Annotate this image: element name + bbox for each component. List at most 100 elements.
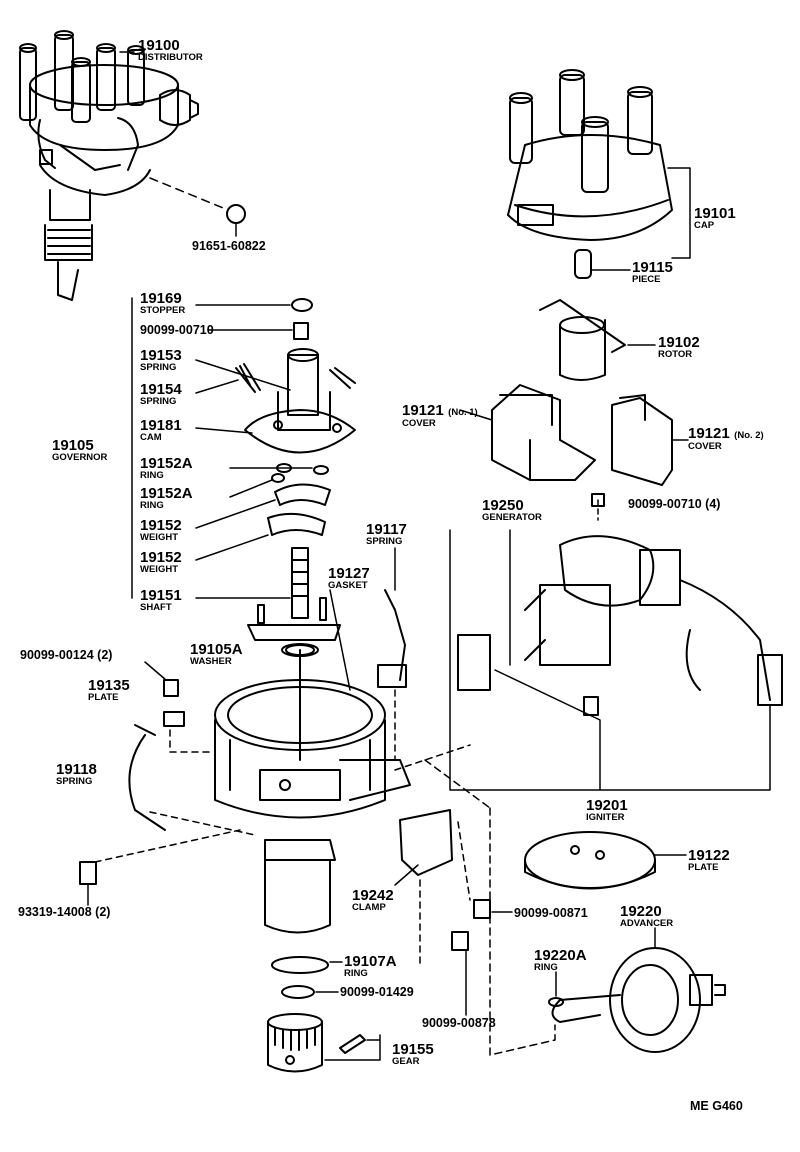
spring-clip-part	[377, 664, 407, 688]
label-90099-00710-4: 90099-00710 (4)	[628, 498, 720, 511]
label-19152A-1: 19152A RING	[140, 456, 193, 481]
leader-19152A-2	[229, 479, 273, 498]
part-name: RING	[140, 470, 164, 481]
label-19181: 19181 CAM	[140, 418, 182, 443]
label-19105: 19105 GOVERNOR	[52, 438, 107, 463]
label-19118: 19118 SPRING	[56, 762, 97, 787]
part-number: 19152	[140, 517, 182, 534]
spring-19118-part	[128, 734, 166, 831]
label-19151: 19151 SHAFT	[140, 588, 182, 613]
part-name: PIECE	[632, 274, 661, 285]
part-name: RING	[140, 500, 164, 511]
part-number: 19135	[88, 677, 130, 694]
washer-part	[281, 643, 319, 657]
ring-part-3	[271, 473, 285, 483]
label-19154: 19154 SPRING	[140, 382, 182, 407]
part-name: GENERATOR	[482, 512, 542, 523]
label-19115: 19115 PIECE	[632, 260, 673, 285]
part-number: 91651-60822	[192, 239, 266, 253]
label-19153: 19153 SPRING	[140, 348, 182, 373]
part-number: 19122	[688, 847, 730, 864]
dash-housing-right	[424, 759, 491, 809]
label-19107A: 19107A RING	[344, 954, 397, 979]
part-number: 19250	[482, 497, 524, 514]
part-qualifier: (No. 2)	[734, 430, 764, 441]
leader-19121-1	[459, 409, 493, 421]
part-number: 19220	[620, 903, 662, 920]
part-number: 19242	[352, 887, 394, 904]
leader-19154	[195, 379, 239, 394]
ring-19220A-part	[548, 997, 564, 1007]
label-19117: 19117 SPRING	[366, 522, 407, 547]
bushing-icon	[226, 204, 246, 224]
part-name: GASKET	[328, 580, 368, 591]
screw-90099-00878	[451, 931, 469, 951]
part-number: 19105A	[190, 641, 243, 658]
part-name: ADVANCER	[620, 918, 674, 929]
plate-19135-part	[163, 711, 185, 727]
label-93319: 93319-14008 (2)	[18, 906, 110, 919]
part-name: PLATE	[88, 692, 119, 703]
ring-part-1	[276, 463, 292, 473]
label-19122: 19122 PLATE	[688, 848, 730, 873]
label-19121-1: 19121 (No. 1) COVER	[402, 403, 478, 429]
part-name: RING	[344, 968, 368, 979]
label-19127: 19127 GASKET	[328, 566, 370, 591]
bracket-generator-igniter	[449, 529, 771, 791]
label-90099-00871: 90099-00871	[514, 907, 588, 920]
label-91651: 91651-60822	[192, 240, 266, 253]
part-number: 19152	[140, 549, 182, 566]
part-number: 19117	[366, 521, 407, 538]
dash-screw-00871	[457, 821, 471, 901]
cover-no1-part	[491, 384, 596, 481]
leader-distributor-bushing	[149, 177, 229, 211]
part-number: 19154	[140, 381, 182, 398]
part-name: PLATE	[688, 862, 719, 873]
piece-part	[574, 249, 592, 279]
part-name: STOPPER	[140, 305, 186, 316]
part-number: 90099-01429	[340, 985, 414, 999]
part-name: CAM	[140, 432, 162, 443]
spring-19118-hook	[134, 724, 156, 736]
screw-93319	[79, 861, 97, 885]
label-90099-01429: 90099-01429	[340, 986, 414, 999]
label-19152-2: 19152 WEIGHT	[140, 550, 182, 575]
part-number: 19100	[138, 37, 180, 54]
part-number: 19155	[392, 1041, 434, 1058]
label-90099-00710: 90099-00710	[140, 324, 214, 337]
label-19152-1: 19152 WEIGHT	[140, 518, 182, 543]
label-90099-00878: 90099-00878	[422, 1017, 496, 1030]
part-name: SPRING	[366, 536, 403, 547]
part-number: 19152A	[140, 455, 193, 472]
plate-19122-part	[524, 831, 656, 890]
part-name: IGNITER	[586, 812, 625, 823]
part-number: 19153	[140, 347, 182, 364]
part-number: 19102	[658, 334, 700, 351]
leader-19153	[195, 359, 291, 391]
part-number: 90099-00871	[514, 906, 588, 920]
part-name: SPRING	[140, 396, 177, 407]
part-number: 19169	[140, 290, 182, 307]
part-number: 19105	[52, 437, 94, 454]
label-19169: 19169 STOPPER	[140, 291, 185, 316]
housing-part	[214, 644, 411, 934]
distributor-assembly	[19, 30, 199, 301]
label-19155: 19155 GEAR	[392, 1042, 434, 1067]
part-name: WASHER	[190, 656, 232, 667]
part-name: ROTOR	[658, 349, 693, 360]
part-name: DISTRIBUTOR	[138, 52, 203, 63]
dash-clamp	[394, 744, 471, 966]
part-name: COVER	[688, 441, 722, 452]
washer-01429-part	[281, 985, 315, 999]
label-19201: 19201 IGNITER	[586, 798, 628, 823]
cap-part	[507, 69, 673, 241]
generator-part	[524, 535, 783, 706]
part-number: 19115	[632, 259, 673, 276]
screw-90099-00124	[163, 679, 179, 697]
part-name: SPRING	[56, 776, 93, 787]
part-number: 19101	[694, 205, 736, 222]
part-name: SPRING	[140, 362, 177, 373]
part-name: GOVERNOR	[52, 452, 108, 463]
document-code: ME G460	[690, 1099, 743, 1113]
